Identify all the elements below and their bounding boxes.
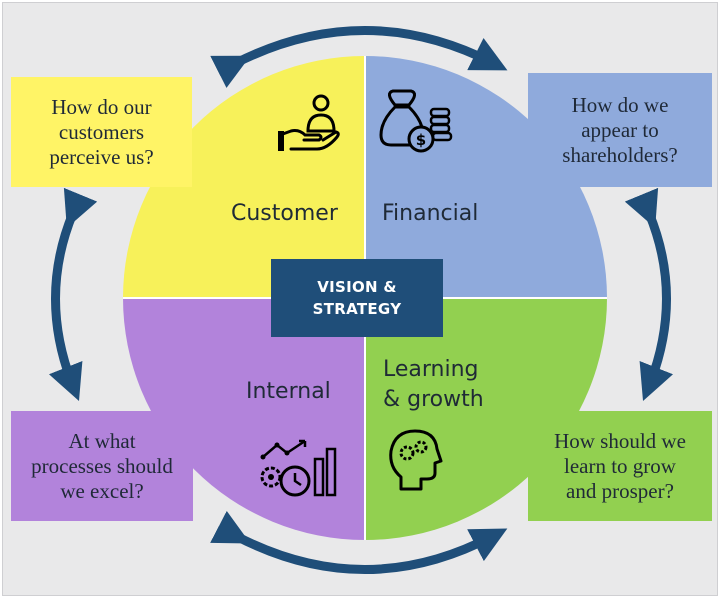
question-customer: How do our customers perceive us?: [49, 94, 154, 169]
question-box-internal: At what processes should we excel?: [11, 411, 193, 521]
svg-text:$: $: [416, 131, 426, 149]
money-bag-coins-icon: $: [379, 89, 453, 153]
question-financial: How do we appear to shareholders?: [562, 92, 678, 167]
arrow-top: [210, 26, 508, 88]
head-gears-icon: [389, 429, 443, 491]
arrow-right: [624, 187, 674, 402]
vision-strategy-box: VISION & STRATEGY: [271, 259, 443, 337]
question-box-customer: How do our customers perceive us?: [11, 77, 192, 187]
cycle-arrows: [48, 26, 674, 574]
process-chart-icon: [260, 439, 337, 497]
question-learning: How should we learn to grow and prosper?: [554, 428, 686, 503]
hand-user-icon: [278, 94, 340, 151]
question-internal: At what processes should we excel?: [31, 428, 173, 503]
question-box-learning: How should we learn to grow and prosper?: [528, 411, 712, 521]
quadrant-label-financial: Financial: [382, 201, 479, 226]
quadrant-label-learning: Learning & growth: [383, 357, 484, 412]
center-line-2: STRATEGY: [312, 300, 402, 318]
arrow-left: [48, 187, 98, 402]
question-box-financial: How do we appear to shareholders?: [528, 73, 712, 187]
quadrant-label-internal: Internal: [246, 379, 331, 404]
center-line-1: VISION &: [317, 278, 397, 296]
arrow-bottom: [210, 510, 508, 574]
quadrant-label-customer: Customer: [231, 201, 338, 226]
